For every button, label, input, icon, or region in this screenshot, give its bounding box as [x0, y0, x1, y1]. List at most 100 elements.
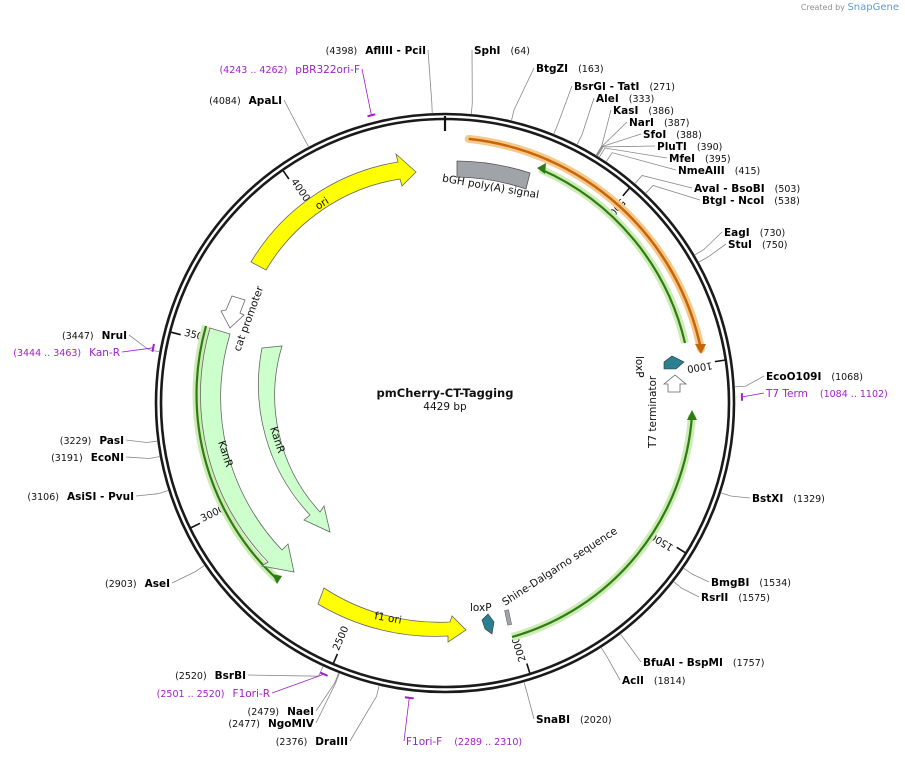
site-name: SnaBI	[536, 714, 570, 726]
site-name: BstXI	[752, 493, 783, 505]
site-position: (1534)	[759, 578, 791, 589]
site-leader-line	[524, 682, 534, 719]
kanr-inner-arrow	[258, 346, 330, 532]
restriction-site[interactable]: BstXI (1329)	[721, 493, 825, 505]
site-position: (2520)	[175, 671, 207, 682]
site-name: BmgBI	[711, 577, 749, 589]
site-position: (395)	[705, 154, 731, 165]
site-position: (3447)	[62, 331, 94, 342]
restriction-site[interactable]: SphI (64)	[471, 45, 530, 114]
site-leader-line	[635, 175, 692, 188]
shine-dalgarno-block	[505, 610, 512, 626]
green-track-lower	[512, 415, 692, 637]
site-name: AseI	[145, 578, 170, 590]
restriction-site[interactable]: BmgBI (1534)	[683, 568, 791, 589]
restriction-site[interactable]: AvaI - BsoBI (503)	[635, 175, 800, 195]
site-name: NruI	[102, 330, 127, 342]
restriction-site[interactable]: EcoNI(3191)	[51, 452, 160, 464]
site-position: (271)	[649, 82, 675, 93]
site-position: (3229)	[60, 436, 92, 447]
restriction-site[interactable]: BsrBI (2520)	[175, 666, 323, 682]
primer-name: F1ori-R	[233, 688, 270, 700]
tick-mark	[715, 360, 725, 362]
restriction-site[interactable]: StuI(750)	[699, 239, 788, 262]
site-name: EcoO109I	[766, 371, 821, 383]
primer-name: Kan-R	[89, 347, 120, 359]
site-position: (503)	[775, 184, 801, 195]
primer-position: (4243 .. 4262)	[219, 65, 287, 76]
tick-mark	[527, 663, 530, 673]
site-name: BtgZI	[536, 63, 568, 75]
plasmid-name: pmCherry-CT-Tagging	[377, 386, 514, 400]
site-position: (1814)	[654, 676, 686, 687]
site-leader-line	[350, 685, 379, 741]
restriction-site[interactable]: AsiSI - PvuI(3106)	[27, 490, 168, 503]
site-leader-line	[126, 440, 158, 442]
site-name: NarI	[629, 117, 654, 129]
primer-position: (3444 .. 3463)	[13, 348, 81, 359]
site-name: BfuAI - BspMI	[643, 657, 723, 669]
site-position: (387)	[664, 118, 690, 129]
restriction-site[interactable]: AseI(2903)	[105, 565, 205, 590]
site-position: (64)	[510, 46, 530, 57]
site-position: (388)	[676, 130, 702, 141]
site-name: PluTI	[657, 141, 687, 153]
site-leader-line	[554, 86, 572, 134]
site-position: (333)	[629, 94, 655, 105]
site-name: AleI	[596, 93, 619, 105]
tick-mark	[171, 332, 181, 335]
site-leader-line	[248, 666, 323, 676]
site-leader-line	[428, 50, 432, 113]
site-leader-line	[735, 376, 764, 387]
site-name: NgoMIV	[268, 718, 315, 730]
primer-position: (1084 .. 1102)	[820, 389, 888, 400]
site-name: DraIII	[315, 736, 348, 748]
site-name: AclI	[622, 675, 644, 687]
site-name: StuI	[728, 239, 752, 251]
primer-leader-line	[362, 69, 371, 115]
site-position: (2479)	[248, 707, 280, 718]
site-position: (2376)	[276, 737, 308, 748]
site-name: BsrBI	[215, 670, 246, 682]
site-name: AsiSI - PvuI	[67, 491, 134, 503]
loxp-lower	[482, 614, 494, 634]
tick-mark	[283, 171, 289, 179]
site-name: AvaI - BsoBI	[694, 183, 765, 195]
plasmid-size: 4429 bp	[423, 401, 467, 413]
site-name: MfeI	[669, 153, 695, 165]
site-name: SphI	[474, 45, 500, 57]
tick-mark	[677, 547, 685, 552]
site-leader-line	[673, 582, 699, 597]
primer[interactable]: F1ori-F(2289 .. 2310)	[404, 697, 522, 748]
site-position: (1068)	[831, 372, 863, 383]
restriction-site[interactable]: PasI(3229)	[60, 435, 158, 447]
restriction-site[interactable]: BfuAI - BspMI(1757)	[620, 634, 764, 669]
primer[interactable]: pBR322ori-F(4243 .. 4262)	[219, 64, 375, 116]
restriction-site[interactable]: SnaBI (2020)	[524, 682, 612, 726]
site-position: (538)	[774, 196, 800, 207]
site-position: (2477)	[228, 719, 260, 730]
site-name: BsrGI - TatI	[574, 81, 639, 93]
restriction-site[interactable]: AflIII - PciI(4398)	[326, 45, 433, 113]
site-name: ApaLI	[249, 95, 282, 107]
restriction-site[interactable]: EcoO109I (1068)	[735, 371, 863, 387]
site-position: (390)	[697, 142, 723, 153]
site-position: (1575)	[738, 593, 770, 604]
primer[interactable]: T7 Term(1084 .. 1102)	[742, 388, 888, 401]
primer[interactable]: Kan-R (3444 .. 3463)	[13, 344, 154, 359]
site-leader-line	[471, 50, 472, 114]
site-leader-line	[694, 232, 722, 255]
site-leader-line	[316, 673, 339, 711]
site-name: RsrII	[701, 592, 728, 604]
site-position: (163)	[578, 64, 604, 75]
tick-label: 2500	[331, 625, 351, 653]
site-position: (1329)	[793, 494, 825, 505]
restriction-site[interactable]: ApaLI(4084)	[209, 95, 309, 147]
site-position: (2020)	[580, 715, 612, 726]
snapgene-logo: SnapGene	[847, 2, 899, 13]
tick-mark	[623, 188, 630, 196]
primer-leader-line	[272, 674, 324, 693]
site-leader-line	[606, 153, 676, 170]
